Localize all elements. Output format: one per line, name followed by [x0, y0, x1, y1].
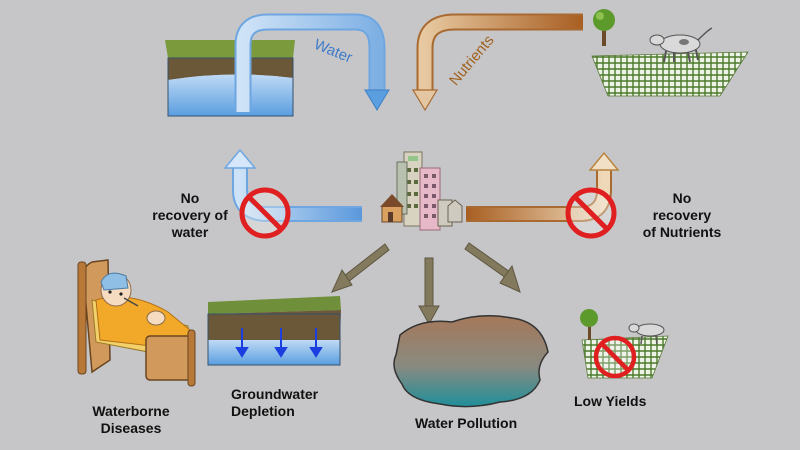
- nutrients-flow-arrow: [411, 13, 583, 112]
- low-yields-farm-icon: [580, 309, 669, 379]
- no-recovery-of-water-label: No recovery of water: [152, 190, 228, 240]
- cow-icon: [628, 323, 665, 345]
- water-pollution-label: Water Pollution: [415, 415, 518, 431]
- arrow-to-pollution: [418, 257, 440, 326]
- low-yields-label: Low Yields: [574, 393, 647, 409]
- sick-person-in-bed-icon: [77, 259, 196, 387]
- groundwater-depletion-icon: [207, 296, 341, 366]
- prohibition-icon: [565, 187, 617, 239]
- polluted-water-pond-icon: [393, 315, 549, 408]
- groundwater-depletion-label: Groundwater Depletion: [231, 386, 319, 419]
- impact-arrows: [331, 242, 521, 326]
- prohibition-icon: [239, 187, 291, 239]
- prohibition-icon: [593, 335, 637, 379]
- arrow-to-groundwater: [331, 243, 390, 293]
- city-buildings-icon: [380, 151, 463, 231]
- water-flow-arrow: [234, 13, 390, 112]
- arrow-to-low-yields: [464, 242, 521, 293]
- nutrient-recovery-arrow: [466, 151, 620, 222]
- tree-icon: [580, 309, 598, 340]
- waterborne-diseases-label: Waterborne Diseases: [92, 403, 170, 436]
- groundwater-aquifer-icon: [165, 40, 295, 117]
- cow-icon: [649, 27, 713, 63]
- no-recovery-of-nutrients-label: No recovery of Nutrients: [642, 190, 722, 240]
- farm-field-icon: [591, 9, 749, 97]
- tree-icon: [593, 9, 615, 46]
